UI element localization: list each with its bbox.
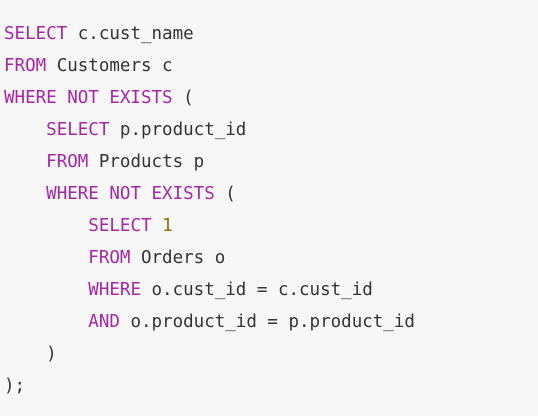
code-line: WHERE NOT EXISTS ( <box>0 178 538 210</box>
code-line: FROM Products p <box>0 146 538 178</box>
code-token-keyword: SELECT <box>46 120 110 140</box>
code-token-ident: c.cust_name <box>67 24 194 44</box>
code-token-keyword: AND <box>88 312 120 332</box>
code-token-keyword: WHERE NOT EXISTS <box>46 184 215 204</box>
code-indent <box>4 120 46 140</box>
code-token-ident: o.product_id = p.product_id <box>119 312 415 332</box>
code-indent <box>4 344 46 364</box>
code-token-ident: p.product_id <box>109 120 247 140</box>
code-token-ident: Products p <box>88 152 205 172</box>
code-token-punct: ) <box>46 344 57 364</box>
code-token-keyword: FROM <box>88 248 131 268</box>
code-line: WHERE NOT EXISTS ( <box>0 82 538 114</box>
code-token-punct: ); <box>4 376 26 396</box>
code-line: SELECT p.product_id <box>0 114 538 146</box>
code-token-keyword: SELECT <box>88 216 152 236</box>
code-indent <box>4 280 88 300</box>
code-token-keyword: FROM <box>46 152 89 172</box>
code-token-keyword: FROM <box>4 56 47 76</box>
code-token-ident: o.cust_id = c.cust_id <box>140 280 373 300</box>
code-line: FROM Customers c <box>0 50 538 82</box>
code-token-ident: Customers c <box>46 56 173 76</box>
code-line: WHERE o.cust_id = c.cust_id <box>0 274 538 306</box>
code-indent <box>4 248 88 268</box>
code-token-number: 1 <box>162 216 173 236</box>
code-token-keyword: WHERE <box>88 280 141 300</box>
code-line: SELECT c.cust_name <box>0 18 538 50</box>
code-line: AND o.product_id = p.product_id <box>0 306 538 338</box>
code-indent <box>4 152 46 172</box>
code-indent <box>4 312 88 332</box>
code-token-keyword: SELECT <box>4 24 68 44</box>
code-token-punct: ( <box>214 184 236 204</box>
code-token-ident: Orders o <box>130 248 226 268</box>
code-line: ); <box>0 370 538 402</box>
code-indent <box>4 216 88 236</box>
code-token-punct <box>152 216 163 236</box>
code-token-punct: ( <box>172 88 194 108</box>
code-indent <box>4 184 46 204</box>
code-line: SELECT 1 <box>0 210 538 242</box>
code-line: FROM Orders o <box>0 242 538 274</box>
code-line: ) <box>0 338 538 370</box>
code-token-keyword: WHERE NOT EXISTS <box>4 88 173 108</box>
